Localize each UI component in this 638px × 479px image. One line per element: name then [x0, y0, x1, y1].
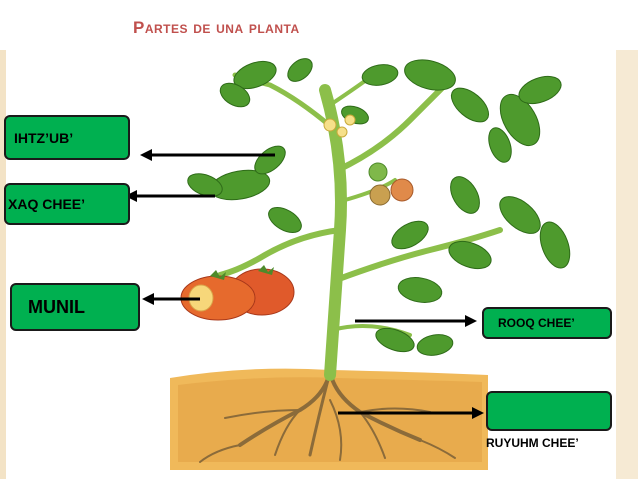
right-border-band [616, 50, 638, 479]
tomatoes [180, 265, 295, 321]
left-border-band [0, 50, 6, 479]
label-flower: IHTZ’UB’ [14, 129, 74, 146]
label-box-root [486, 391, 612, 431]
arrow-flower-head [140, 149, 152, 161]
arrow-branch-head [465, 315, 477, 327]
leaves [187, 58, 571, 356]
slide-title: Partes de una planta [133, 18, 300, 37]
label-fruit: MUNIL [28, 296, 85, 317]
label-box-branch: ROOQ CHEE’ [482, 307, 612, 339]
arrow-root-head [472, 407, 484, 419]
label-box-fruit: MUNIL [10, 283, 140, 331]
small-fruits [368, 162, 414, 206]
arrow-stem-head [125, 190, 137, 202]
arrow-fruit-head [142, 293, 154, 305]
label-box-stem: XAQ CHEE’ [4, 183, 130, 225]
soil [170, 368, 488, 470]
label-root: RUYUHM CHEE’ [486, 436, 579, 450]
label-stem: XAQ CHEE’ [8, 196, 86, 212]
label-branch: ROOQ CHEE’ [498, 316, 575, 330]
flowers [323, 114, 356, 138]
label-box-flower: IHTZ’UB’ [4, 115, 130, 160]
label-arrows [125, 149, 484, 419]
